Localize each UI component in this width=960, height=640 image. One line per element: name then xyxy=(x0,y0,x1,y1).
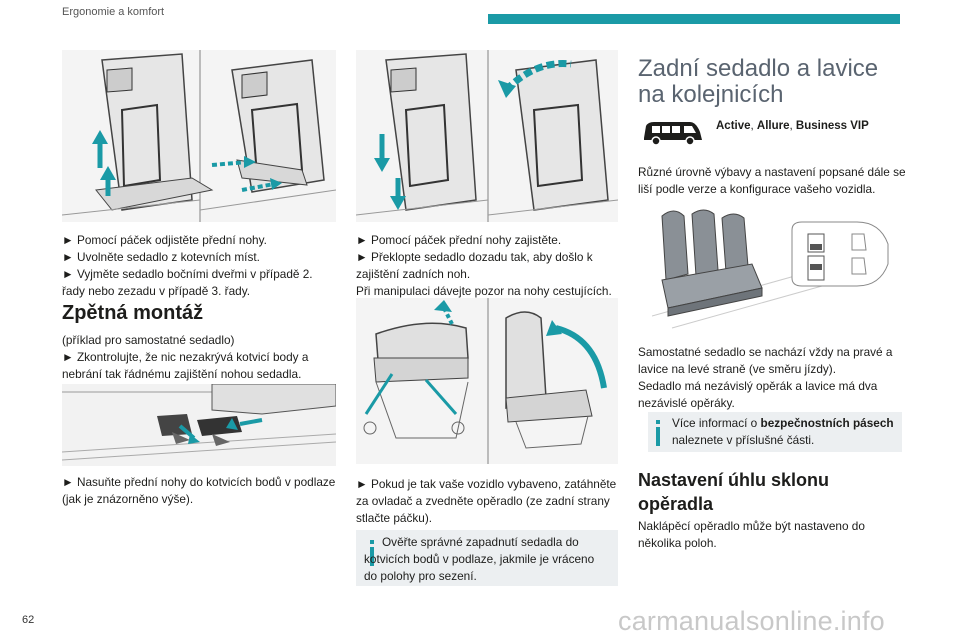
info-text-seat-anchoring: Ověřte správné zapadnutí sedadla do kotv… xyxy=(364,535,595,583)
van-version-icon xyxy=(640,118,704,148)
figure-rear-seat-layout xyxy=(652,204,898,332)
info-box-seat-belts: Více informací o bezpečnostních pásech n… xyxy=(648,412,902,452)
armrest-note: Sedadlo má nezávislý opěrák a lavice má … xyxy=(638,379,878,410)
backrest-fold-illustration xyxy=(356,298,618,464)
version-allure: Allure xyxy=(756,120,790,132)
info-icon xyxy=(656,420,660,446)
info-box-seat-anchoring: Ověřte správné zapadnutí sedadla do kotv… xyxy=(356,530,618,586)
removal-step-1: ► Pomocí páček odjistěte přední nohy. xyxy=(62,233,267,247)
figure-seat-lock xyxy=(356,50,618,222)
seat-position-description: Samostatné sedadlo se nachází vždy na pr… xyxy=(638,344,906,412)
seat-removal-illustration xyxy=(62,50,336,222)
backrest-step: ► Pokud je tak vaše vozidlo vybaveno, za… xyxy=(356,476,620,527)
seat-belts-link[interactable]: bezpečnostních pásech xyxy=(760,416,894,430)
reinstall-intro: (příklad pro samostatné sedadlo) ► Zkont… xyxy=(62,332,336,383)
lock-steps: ► Pomocí páček přední nohy zajistěte. ► … xyxy=(356,232,620,300)
equipment-note: Různé úrovně výbavy a nastavení popsané … xyxy=(638,165,906,196)
figure-backrest-fold xyxy=(356,298,618,464)
header-accent-bar xyxy=(488,14,900,24)
info-text-seat-belts: Více informací o bezpečnostních pásech n… xyxy=(672,416,894,447)
heading-reinstall: Zpětná montáž xyxy=(62,302,204,324)
lock-step-1: ► Pomocí páček přední nohy zajistěte. xyxy=(356,233,562,247)
versions-list: Active, Allure, Business VIP xyxy=(716,120,869,132)
backrest-positions-note: Naklápěcí opěradlo může být nastaveno do… xyxy=(638,519,865,550)
page-number: 62 xyxy=(22,614,35,626)
removal-steps: ► Pomocí páček odjistěte přední nohy. ► … xyxy=(62,232,336,300)
section-title-rear-seats: Zadní sedadlo a lavice na kolejnicích xyxy=(638,55,879,108)
removal-step-2: ► Uvolněte sedadlo z kotevních míst. xyxy=(62,250,260,264)
watermark: carmanualsonline.info xyxy=(618,606,885,636)
heading-backrest-angle: Nastavení úhlu sklonu opěradla xyxy=(638,470,830,514)
rear-seat-layout-illustration xyxy=(652,204,898,332)
reinstall-check-step: ► Zkontrolujte, že nic nezakrývá kotvicí… xyxy=(62,350,309,381)
figure-seat-removal xyxy=(62,50,336,222)
running-header: Ergonomie a komfort xyxy=(62,6,165,18)
version-business-vip: Business VIP xyxy=(795,120,869,132)
version-active: Active xyxy=(716,120,751,132)
seat-side-note: Samostatné sedadlo se nachází vždy na pr… xyxy=(638,345,893,376)
lock-step-2: ► Překlopte sedadlo dozadu tak, aby došl… xyxy=(356,250,593,281)
anchor-points-illustration xyxy=(62,384,336,466)
pull-control-step: ► Pokud je tak vaše vozidlo vybaveno, za… xyxy=(356,477,617,525)
lock-caution: Při manipulaci dávejte pozor na nohy ces… xyxy=(356,284,612,298)
figure-anchor-points xyxy=(62,384,336,466)
seat-lock-illustration xyxy=(356,50,618,222)
reinstall-example-note: (příklad pro samostatné sedadlo) xyxy=(62,333,235,347)
insert-front-legs-step: ► Nasuňte přední nohy do kotvicích bodů … xyxy=(62,475,336,506)
reinstall-front-legs: ► Nasuňte přední nohy do kotvicích bodů … xyxy=(62,474,336,508)
info-icon xyxy=(370,540,374,566)
removal-step-3: ► Vyjměte sedadlo bočními dveřmi v přípa… xyxy=(62,267,313,298)
